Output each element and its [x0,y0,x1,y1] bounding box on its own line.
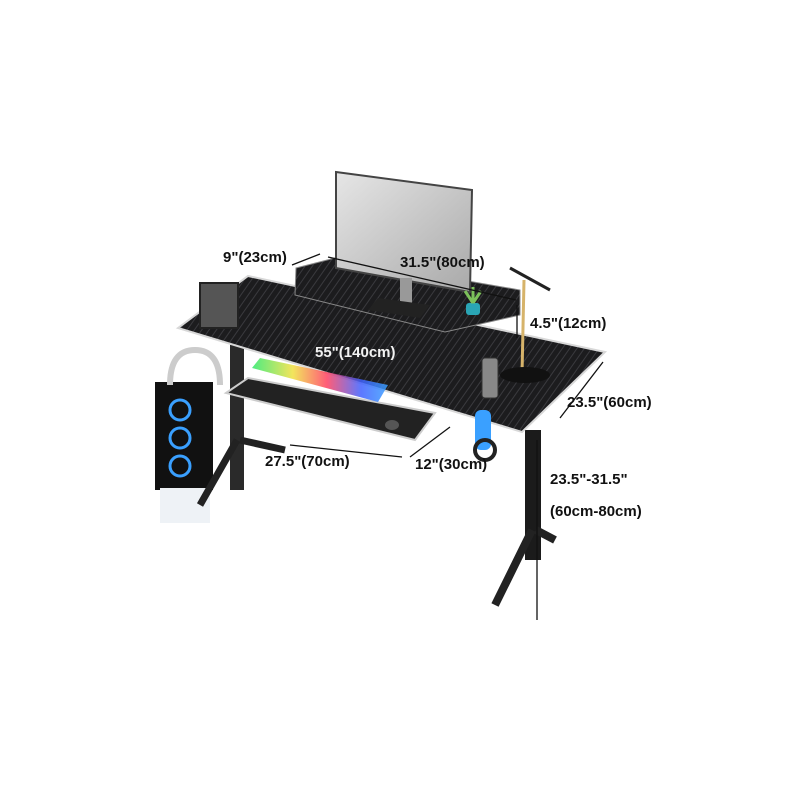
phone [481,357,499,399]
desk-height-cm-label: (60cm-80cm) [550,503,642,520]
dimension-lines [289,253,604,620]
tablet [199,282,239,329]
monitor [335,170,474,318]
shelf-depth-label: 9"(23cm) [223,249,287,266]
tray-depth-label: 12"(30cm) [415,456,488,473]
desk-height-inches-label: 23.5"-31.5" [550,471,628,488]
headphones [167,346,223,386]
desk-depth-label: 23.5"(60cm) [567,394,652,411]
keyboard-tray [223,358,437,442]
tray-width-label: 27.5"(70cm) [265,453,350,470]
desk-width-label: 55"(140cm) [315,344,396,361]
shelf-width-label: 31.5"(80cm) [400,254,485,271]
desk-legs [196,345,557,607]
shelf-height-label: 4.5"(12cm) [530,315,607,332]
rgb-keyboard [252,358,388,402]
pc-tower [155,382,213,523]
mouse [385,420,399,430]
cup-holder [473,410,497,462]
desk-lamp [500,266,551,383]
